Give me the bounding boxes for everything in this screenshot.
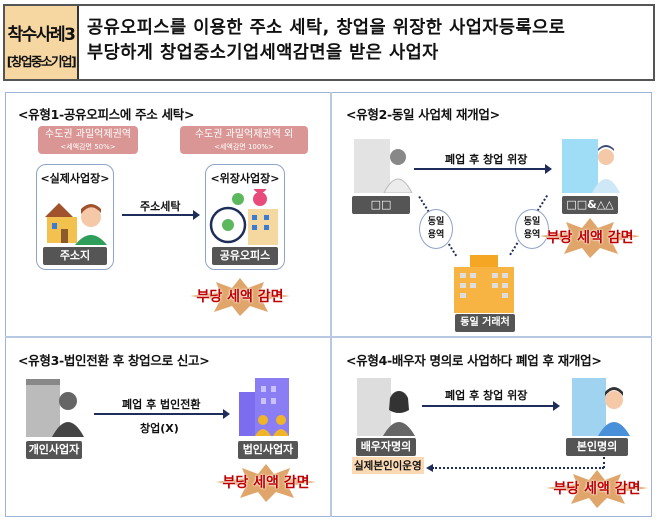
gray-building-businessman-icon [26, 379, 84, 437]
arrow-label-top: 폐업 후 법인전환 [122, 398, 201, 411]
arrow-label: 주소세탁 [140, 200, 181, 213]
corporate-business-label: 법인사업자 [238, 441, 298, 459]
arrow-right [422, 401, 560, 411]
improper-reduction-burst: 부당 세액 감면 [214, 464, 318, 502]
shared-office-icon [209, 189, 278, 245]
self-building-icon [572, 378, 630, 436]
diagram-panel [5, 92, 652, 517]
zone-right: 수도권 과밀억제권역 외 [194, 129, 294, 140]
arrow-label: 폐업 후 창업 위장 [445, 153, 528, 166]
fake-workplace-card: <위장사업장> 공유오피스 [205, 164, 285, 270]
burst-icon [216, 464, 316, 502]
card-label: 주소지 [43, 247, 107, 265]
zone-right-sub: <세액감면 100%> [214, 143, 274, 151]
burst-icon [190, 278, 290, 316]
real-workplace-card: <실제사업장> 주소지 [36, 164, 114, 270]
actual-operator-label: 실제본인이운영 [352, 457, 424, 474]
new-business-label: □□&△△ [562, 196, 618, 214]
house-person-icon [45, 203, 107, 245]
same-client-label: 동일 거래처 [455, 314, 515, 332]
spouse-name-label: 배우자명의 [356, 438, 416, 456]
zone-right-badge: 수도권 과밀억제권역 외 <세액감면 100%> [180, 126, 308, 154]
zone-left-badge: 수도권 과밀억제권역 <세액감면 50%> [38, 126, 138, 154]
burst-icon [546, 470, 648, 508]
burst-text: 부당 세액 감면 [546, 230, 634, 246]
arrow-right [94, 409, 230, 419]
improper-reduction-burst: 부당 세액 감면 [538, 218, 642, 258]
divider-vertical [330, 92, 332, 517]
case-category: [창업중소기업] [6, 54, 77, 69]
dotted-arrow-back [432, 467, 604, 469]
badge-line: 용역 [427, 230, 445, 240]
dotted-connector [603, 457, 605, 468]
type2-title: <유형2-동일 사업체 재개업> [346, 107, 500, 122]
spouse-building-icon [357, 378, 415, 436]
arrow-right [122, 210, 200, 220]
divider-horizontal [5, 336, 652, 338]
burst-icon [540, 218, 640, 258]
case-title: 공유오피스를 이용한 주소 세탁, 창업을 위장한 사업자등록으로 부당하게 창… [87, 16, 565, 66]
burst-text: 부당 세액 감면 [553, 481, 641, 497]
arrow-right [414, 164, 552, 174]
card-title: <실제사업장> [40, 172, 110, 185]
burst-text: 부당 세액 감면 [196, 289, 284, 305]
type4-title: <유형4-배우자 명의로 사업하다 폐업 후 재개업> [346, 353, 602, 368]
improper-reduction-burst: 부당 세액 감면 [188, 278, 292, 316]
case-label-cell: 착수사례3 [창업중소기업] [5, 6, 79, 79]
type1-title: <유형1-공유오피스에 주소 세탁> [18, 107, 195, 122]
self-name-label: 본인명의 [566, 438, 628, 456]
badge-line: 동일 [523, 217, 541, 227]
corporate-building-icon [239, 378, 289, 436]
type3-title: <유형3-법인전환 후 창업으로 신고> [18, 353, 210, 368]
case-label: 착수사례3 [7, 25, 76, 45]
burst-text: 부당 세액 감면 [222, 475, 310, 491]
orange-building-icon [454, 255, 514, 313]
arrow-label-bottom: 창업(X) [140, 422, 179, 435]
arrow-label: 폐업 후 창업 위장 [445, 389, 528, 402]
improper-reduction-burst: 부당 세액 감면 [544, 470, 650, 508]
individual-business-label: 개인사업자 [26, 441, 82, 459]
card-label: 공유오피스 [212, 247, 278, 265]
old-business-label: □□ [352, 196, 410, 214]
arrow-head-left [426, 464, 433, 472]
badge-line: 용역 [523, 230, 541, 240]
badge-line: 동일 [427, 217, 445, 227]
gray-building-person-icon [354, 139, 413, 193]
header-box: 착수사례3 [창업중소기업] 공유오피스를 이용한 주소 세탁, 창업을 위장한… [3, 4, 655, 81]
blue-building-person-icon [562, 139, 620, 193]
zone-left: 수도권 과밀억제권역 [45, 129, 131, 140]
title-line-1: 공유오피스를 이용한 주소 세탁, 창업을 위장한 사업자등록으로 [87, 18, 566, 38]
title-line-2: 부당하게 창업중소기업세액감면을 받은 사업자 [87, 43, 439, 63]
zone-left-sub: <세액감면 50%> [60, 143, 116, 151]
card-title: <위장사업장> [210, 172, 280, 185]
